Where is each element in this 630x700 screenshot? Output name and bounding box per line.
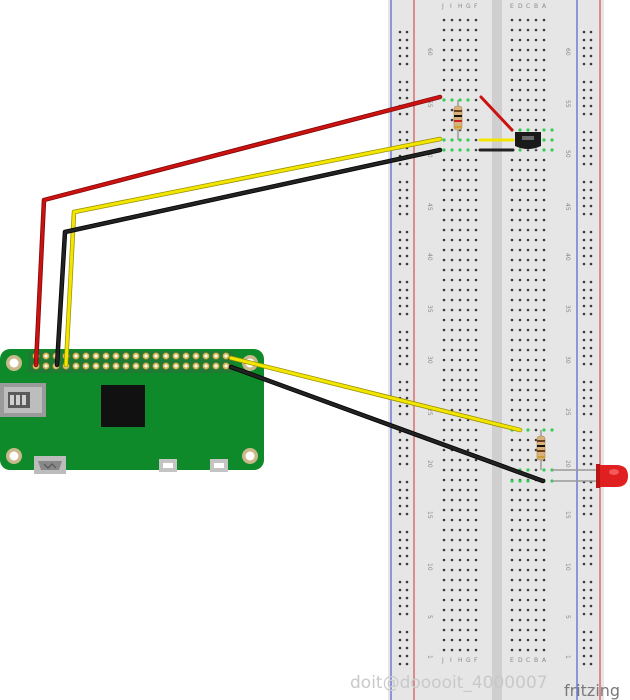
row-number: 55 [426,100,433,108]
micro-usb-port-2 [210,459,228,472]
watermark-text: doit@dooooit_4000007 [350,673,548,693]
wire-black-gnd-led [229,365,545,483]
raspberry-pi-zero [0,349,264,474]
column-letter: F [474,657,478,664]
wire-yellow-data [64,137,442,367]
row-number: 45 [564,203,571,211]
row-number: 35 [564,305,571,313]
cpu-chip [101,385,145,427]
column-letter: C [526,657,530,664]
micro-usb-port-1 [159,459,177,472]
column-letter: G [466,657,471,664]
wires [33,94,546,484]
column-letter: H [458,657,463,664]
mini-hdmi-port [34,456,66,474]
column-letter: J [441,657,444,664]
row-number: 50 [564,150,571,158]
row-number: 10 [564,563,571,571]
row-number: 55 [564,100,571,108]
led-body [598,465,628,487]
temperature-sensor [515,132,541,150]
column-letter: I [450,657,452,664]
wire-red-outline [33,94,443,368]
jumper-red-short [479,95,514,132]
gpio-pins [32,352,230,370]
row-number: 1 [426,655,433,659]
row-number: 60 [426,48,433,56]
resistor-top [453,100,463,140]
row-number: 25 [564,408,571,416]
row-number: 35 [426,305,433,313]
column-letter: D [518,3,523,10]
breadboard-center-channel [492,0,502,700]
connected-holes-top [442,98,554,152]
column-letter: B [534,3,538,10]
row-number: 5 [426,615,433,619]
column-letter: E [510,657,514,664]
fritzing-logo-text: fritzing [564,681,620,700]
row-number: 5 [564,615,571,619]
row-number: 30 [426,356,433,364]
column-letter: F [474,3,478,10]
sd-card-slot [0,383,46,417]
row-number: 30 [564,356,571,364]
row-number: 40 [564,253,571,261]
column-letter: A [542,657,547,664]
column-letter: G [466,3,471,10]
sensor-body [515,132,541,149]
row-number: 15 [426,511,433,519]
wire-yellow-gpio [229,356,522,432]
row-number: 1 [564,655,571,659]
row-number: 20 [564,460,571,468]
row-number: 60 [564,48,571,56]
row-number: 40 [426,253,433,261]
column-letter: B [534,657,538,664]
resistor-bottom [536,430,546,470]
column-letter: E [510,3,514,10]
column-letter: C [526,3,530,10]
wire-yellow-outline [63,136,443,368]
wire-black-gnd [55,148,442,367]
led-red [552,464,628,488]
column-letter: H [458,3,463,10]
wire-red-3v3 [34,95,442,367]
column-letter: I [450,3,452,10]
row-number: 15 [564,511,571,519]
column-letter: J [441,3,444,10]
row-number: 45 [426,203,433,211]
row-number: 25 [426,408,433,416]
row-number: 20 [426,460,433,468]
row-number: 10 [426,563,433,571]
column-letter: A [542,3,547,10]
column-letter: D [518,657,523,664]
